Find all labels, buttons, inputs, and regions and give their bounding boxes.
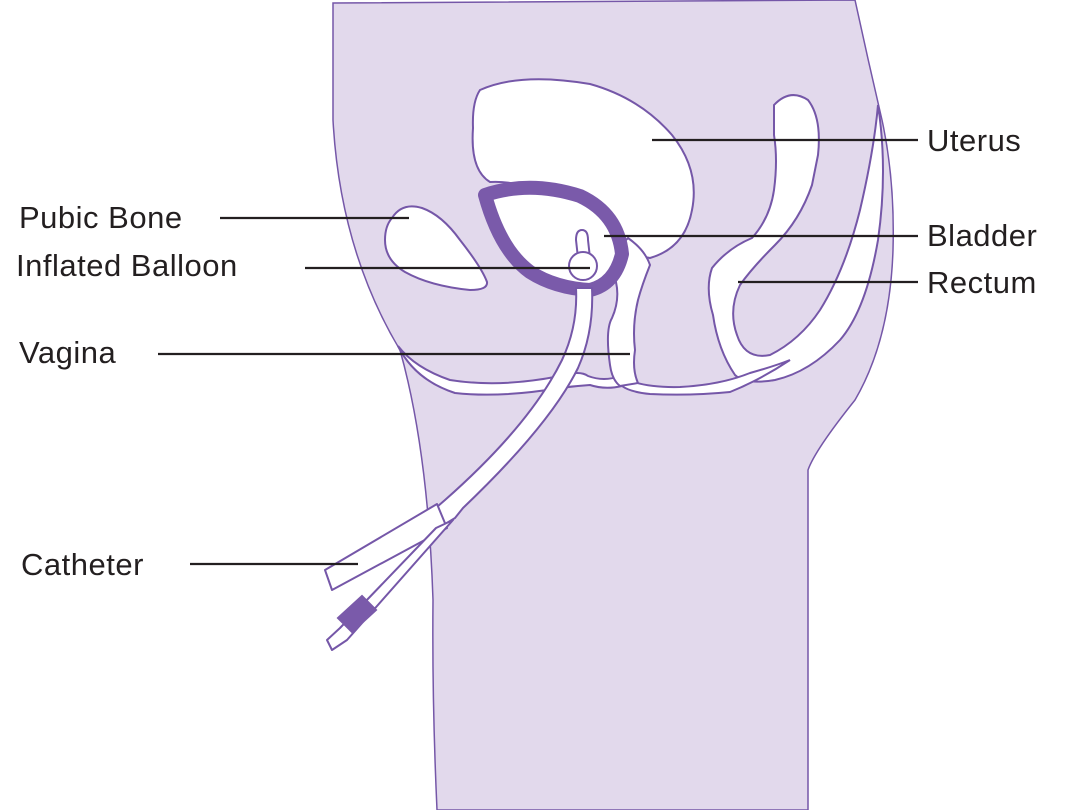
- label-bladder: Bladder: [927, 218, 1037, 253]
- inflated-balloon: [568, 251, 598, 281]
- rectum: [707, 94, 884, 383]
- label-uterus: Uterus: [927, 123, 1021, 158]
- bladder-wall: [478, 180, 629, 297]
- label-pubic-bone: Pubic Bone: [19, 200, 183, 235]
- catheter-tip: [574, 228, 592, 259]
- catheter-valve: [336, 594, 378, 634]
- leader-lines: [158, 138, 918, 566]
- label-inflated-balloon: Inflated Balloon: [16, 248, 238, 283]
- uterus: [471, 78, 695, 260]
- label-catheter: Catheter: [21, 547, 144, 582]
- label-rectum: Rectum: [927, 265, 1037, 300]
- label-vagina: Vagina: [19, 335, 116, 370]
- catheter-drainage-arm: [324, 503, 448, 591]
